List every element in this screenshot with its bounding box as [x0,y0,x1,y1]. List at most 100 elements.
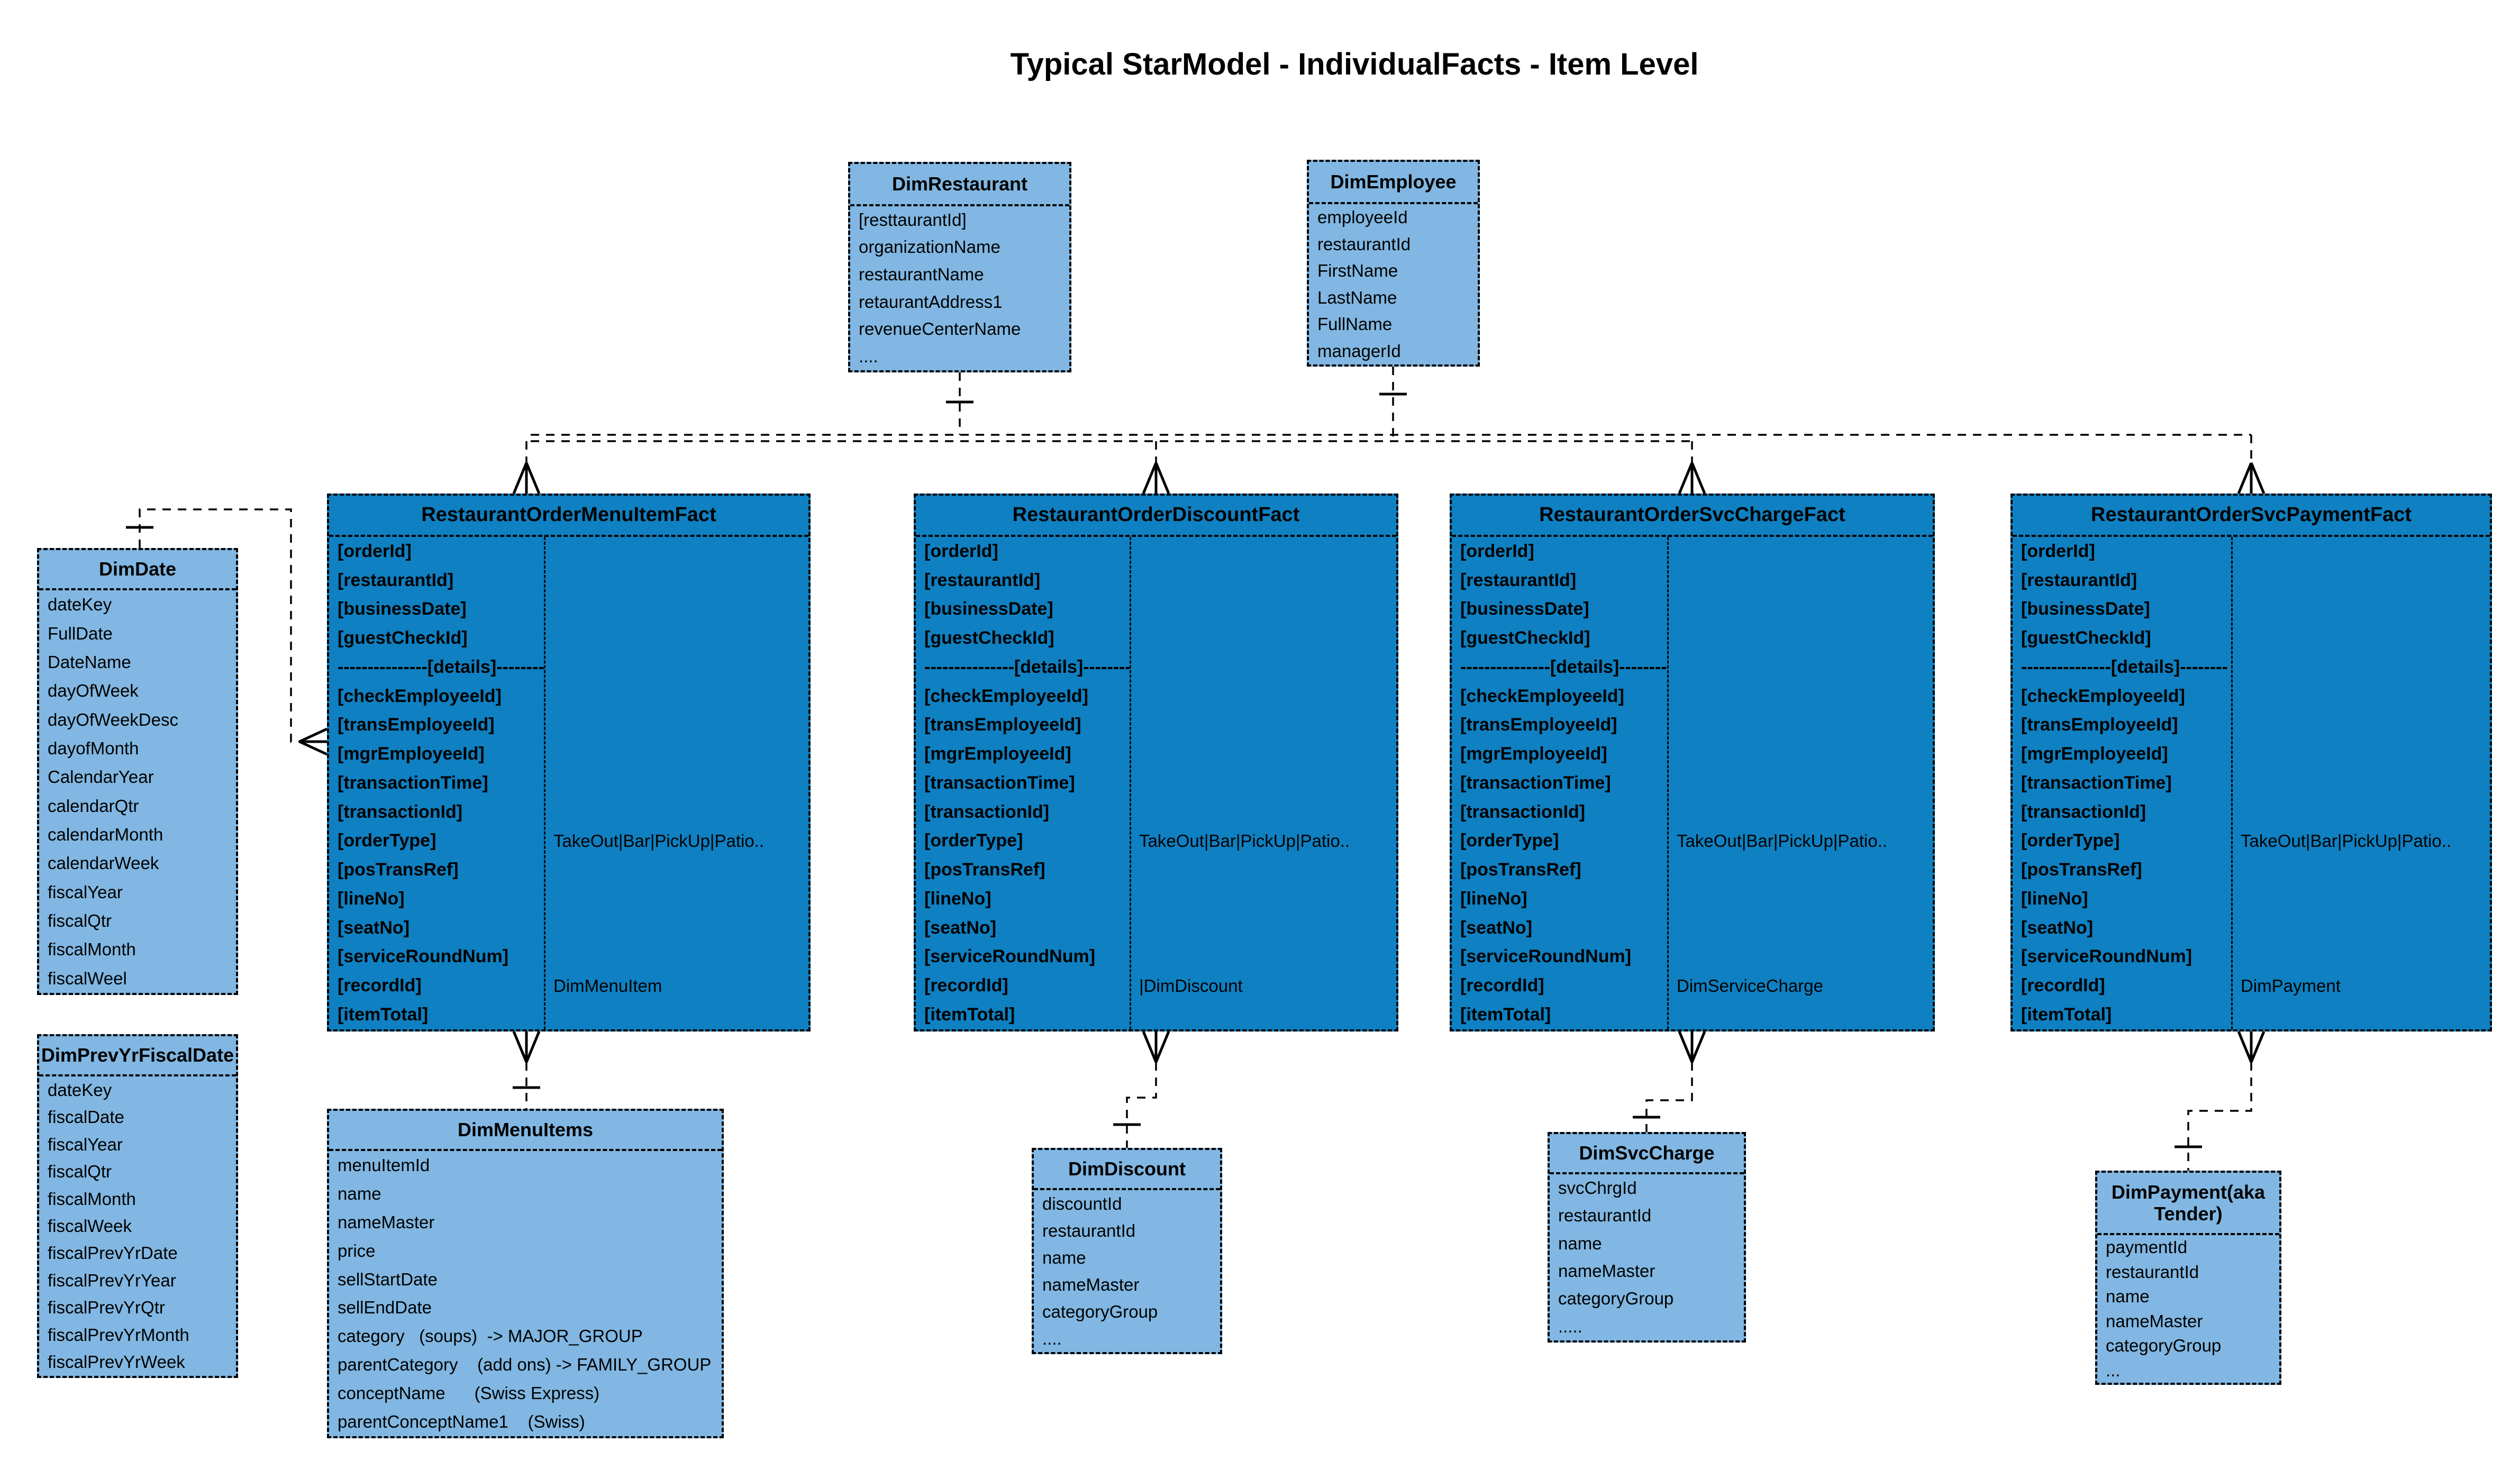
field-row: ... [2097,1358,2279,1383]
field-name: [businessDate] [924,599,1053,619]
field-name: managerId [1317,341,1401,361]
field-row: restaurantName [850,261,1069,288]
field-row: [orderId] [329,537,808,566]
field-row: [serviceRoundNum] [916,943,1396,972]
table-title: RestaurantOrderSvcChargeFact [1452,496,1933,537]
field-row: calendarMonth [39,820,236,849]
field-name: name [1558,1233,1602,1253]
field-row: dayofMonth [39,734,236,763]
field-name: [transactionTime] [924,772,1075,793]
field-name: [itemTotal] [924,1004,1015,1025]
field-row: [lineNo] [329,884,808,914]
field-row: fiscalQtr [39,907,236,935]
field-row: fiscalWeek [39,1212,236,1239]
table-fact-restaurant-order-menu-item[interactable]: RestaurantOrderMenuItemFact[orderId][res… [327,494,811,1031]
table-fact-restaurant-order-svc-payment[interactable]: RestaurantOrderSvcPaymentFact[orderId][r… [2010,494,2492,1031]
field-row: [mgrEmployeeId] [2013,740,2490,769]
field-name: [posTransRef] [924,860,1045,880]
field-name: name [2106,1286,2150,1307]
field-name: restaurantName [859,264,984,285]
field-name: [transactionId] [1460,801,1586,822]
field-name: ..... [1558,1316,1582,1336]
field-row: [restaurantId] [916,566,1396,595]
field-row: [guestCheckId] [1452,624,1933,653]
field-row: dayOfWeekDesc [39,705,236,734]
field-row: [lineNo] [2013,884,2490,914]
field-name: ... [2106,1360,2121,1380]
field-name: [guestCheckId] [1460,628,1590,649]
column-divider [544,537,545,1029]
field-row: [checkEmployeeId] [2013,682,2490,711]
field-name: svcChrgId [1558,1178,1637,1198]
field-name: [serviceRoundNum] [2021,946,2193,967]
field-name: conceptName (Swiss Express) [338,1383,600,1403]
field-name: calendarWeek [48,853,159,873]
field-name: [posTransRef] [1460,860,1581,880]
field-row: fiscalPrevYrDate [39,1240,236,1267]
field-name: [transEmployeeId] [2021,715,2178,735]
field-name: parentConceptName1 (Swiss) [338,1411,585,1431]
field-row: [restaurantId] [1452,566,1933,595]
field-row: [orderId] [916,537,1396,566]
field-name: fiscalPrevYrDate [48,1243,178,1263]
field-row: FullDate [39,619,236,647]
field-name: [orderId] [1460,541,1534,561]
field-name: [mgrEmployeeId] [924,744,1071,764]
column-divider [1130,537,1131,1029]
field-row: fiscalPrevYrQtr [39,1294,236,1321]
field-row: parentCategory (add ons) -> FAMILY_GROUP [329,1350,722,1379]
field-row: retaurantAddress1 [850,288,1069,316]
field-row: nameMaster [329,1208,722,1237]
field-name: [lineNo] [2021,888,2088,909]
field-name: [mgrEmployeeId] [2021,744,2168,764]
field-name: [mgrEmployeeId] [338,744,485,764]
field-row: calendarWeek [39,849,236,878]
field-name: restaurantId [2106,1262,2199,1282]
field-name: [itemTotal] [338,1004,429,1025]
table-title: DimPrevYrFiscalDate [39,1036,236,1076]
field-name: [restaurantId] [924,570,1041,590]
field-name: ---------------[details]-------- [338,656,544,677]
field-row: [seatNo] [1452,914,1933,943]
table-title: RestaurantOrderDiscountFact [916,496,1396,537]
field-name: [orderType] [1460,830,1559,851]
field-row: [transactionTime] [2013,769,2490,798]
field-name: [orderType] [924,830,1023,851]
field-row: name [1550,1230,1744,1257]
field-row: [recordId]DimServiceCharge [1452,971,1933,1000]
field-name: fiscalMonth [48,939,136,960]
field-name: [itemTotal] [1460,1004,1551,1025]
field-name: retaurantAddress1 [859,291,1003,312]
field-row: fiscalMonth [39,1185,236,1212]
field-row: restaurantId [2097,1260,2279,1285]
field-name: FullDate [48,623,113,643]
field-annotation: TakeOut|Bar|PickUp|Patio.. [1677,830,1888,851]
field-name: [lineNo] [338,888,405,909]
field-annotation: TakeOut|Bar|PickUp|Patio.. [1139,830,1350,851]
field-row: [lineNo] [916,884,1396,914]
field-name: fiscalYear [48,882,123,902]
table-fact-restaurant-order-svc-charge[interactable]: RestaurantOrderSvcChargeFact [orderId] [re… [1450,494,1935,1031]
field-row: price [329,1237,722,1265]
field-name: [orderType] [2021,830,2120,851]
field-name: [posTransRef] [2021,860,2142,880]
connector-svcpaymentfact-to-dimpayment [2187,1062,2252,1171]
field-row: organizationName [850,234,1069,261]
field-row: [transactionTime] [1452,769,1933,798]
field-row: ---------------[details]-------- [329,653,808,682]
cardinality-many-crowfoot [298,740,328,756]
table-fact-restaurant-order-discount[interactable]: RestaurantOrderDiscountFact[orderId] [res… [914,494,1398,1031]
field-name: [transactionTime] [2021,772,2172,793]
field-row: FirstName [1309,258,1478,285]
field-name: [orderId] [2021,541,2095,561]
field-name: fiscalWeel [48,968,127,988]
table-dim-restaurant[interactable]: DimRestaurant[resttaurantId]organization… [848,162,1071,372]
field-row: fiscalWeel [39,964,236,992]
